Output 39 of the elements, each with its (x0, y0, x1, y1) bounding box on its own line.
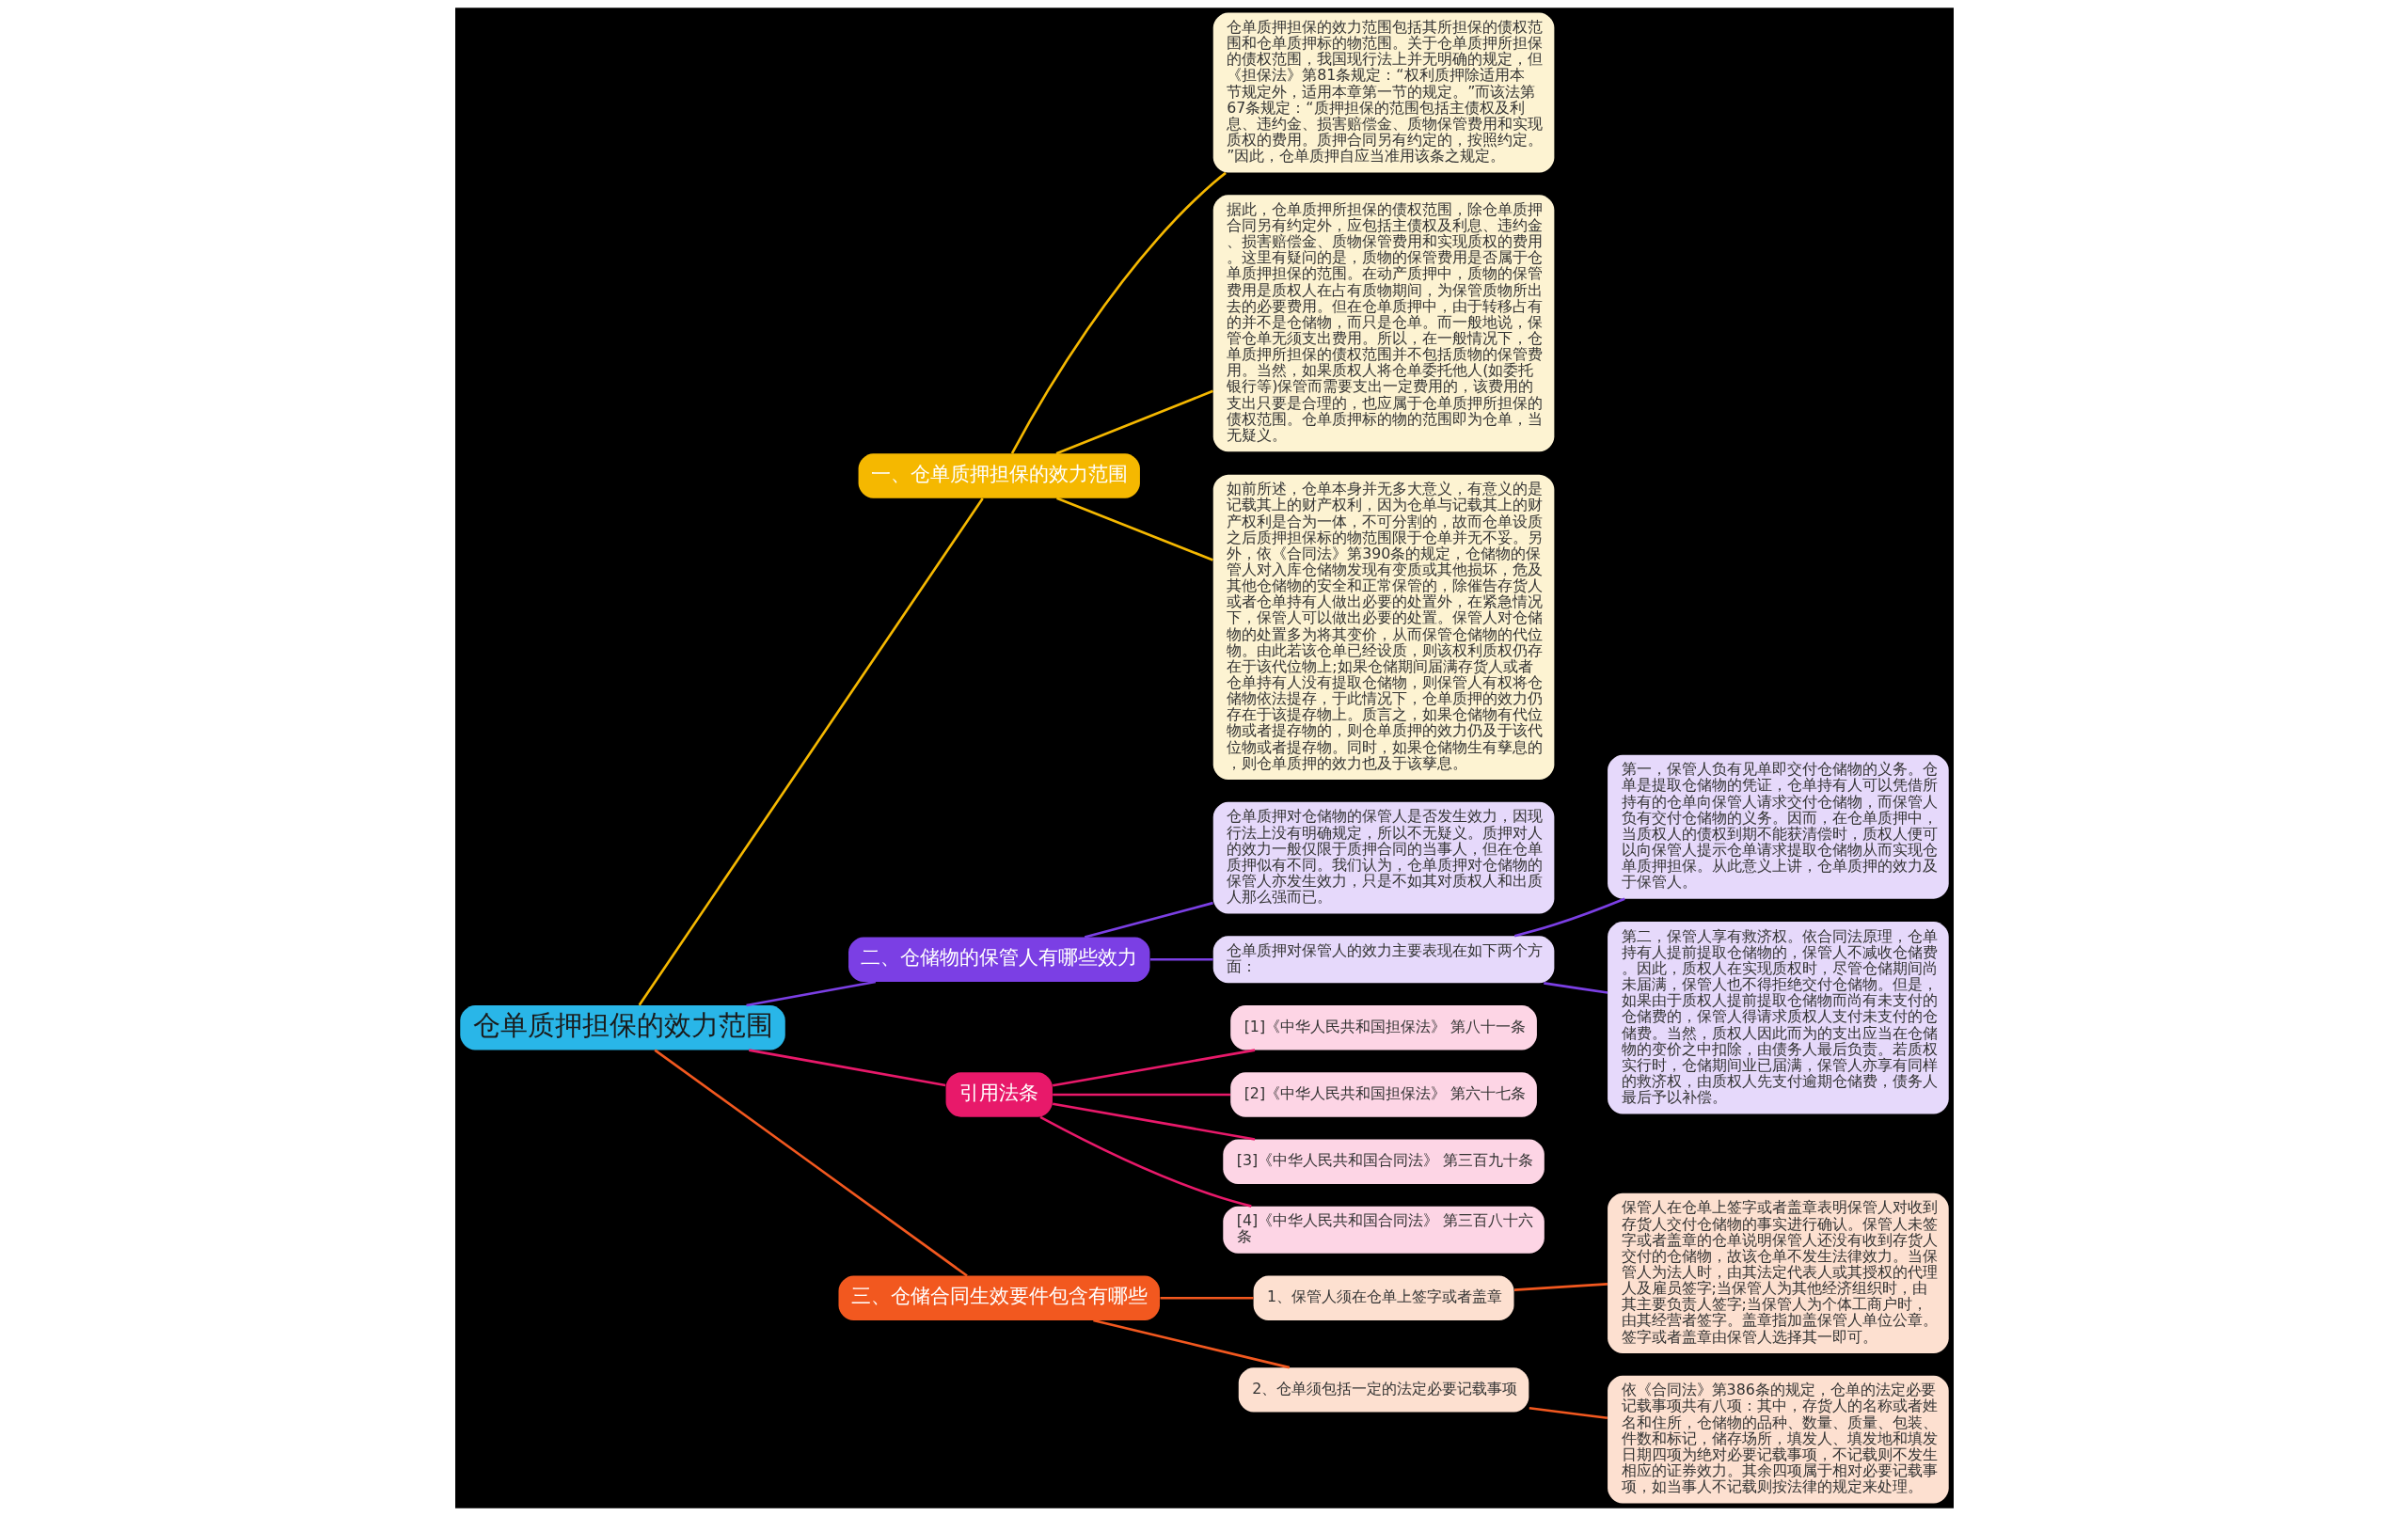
node-box: [2]《中华人民共和国担保法》 第六十七条 (1229, 1072, 1537, 1117)
node-box: [3]《中华人民共和国合同法》 第三百九十条 (1222, 1139, 1545, 1184)
connector (1052, 1049, 1255, 1087)
node-box: 1、保管人须在仓单上签字或者盖章 (1253, 1275, 1513, 1321)
node-box: 2、仓单须包括一定的法定必要记载事项 (1238, 1367, 1529, 1413)
node-box: 仓单质押担保的效力范围包括其所担保的债权范围和仓单质押标的物范围。关于仓单质押所担保的债权范围，我国现行法上并无明确的规定，但《担保法》第81条规定：“权利质押除适用本节规定外，适用本章第一节的规定。”而该法第67条规定：“质押担保的范围包括主债权及利息、违约金、损害赔偿金、质物保管费用和实现质权的费用。质押合同另有约定的，按照约定。”因此，仓单质押自应当准用该条之规定。 (1212, 12, 1554, 173)
connector (1055, 497, 1213, 561)
connector (1055, 389, 1213, 455)
node-box: [4]《中华人民共和国合同法》 第三百八十六条 (1222, 1206, 1545, 1254)
connector (1010, 171, 1227, 454)
connector (1052, 1102, 1255, 1141)
node-box: [1]《中华人民共和国担保法》 第八十一条 (1229, 1005, 1537, 1050)
connector (1543, 982, 1608, 994)
connector (1084, 901, 1213, 939)
node-box: 二、仓储物的保管人有哪些效力 (848, 937, 1149, 983)
connector (748, 1049, 945, 1087)
connector (653, 1049, 968, 1277)
node-box: 仓单质押担保的效力范围 (459, 1005, 785, 1050)
connector (1038, 1115, 1252, 1208)
node-box: 依《合同法》第386条的规定，仓单的法定必要记载事项共有八项：其中，存货人的名称或者姓名和住所，仓储物的品种、数量、质量、包装、件数和标记，储存场所，填发人、填发地和填发日期四项为绝对必要记载事项，不记载则不发生相应的证券效力。其余四项属于相对必要记载事项，如当事人不记载则按法律的规定来处理。 (1607, 1375, 1949, 1504)
node-box: 仓单质押对保管人的效力主要表现在如下两个方面： (1212, 936, 1554, 984)
node-box: 第一，保管人负有见单即交付仓储物的义务。仓单是提取仓储物的凭证，仓单持有人可以凭借所持有的仓单向保管人请求交付仓储物，而保管人负有交付仓储物的义务。因而，在仓单质押中，当质权人的债权到期不能获清偿时，质权人便可以向保管人提示仓单请求提取仓储物从而实现仓单质押担保。从此意义上讲，仓单质押的效力及于保管人。 (1607, 754, 1949, 899)
connector (1052, 1093, 1230, 1097)
node-box: 据此，仓单质押所担保的债权范围，除仓单质押合同另有约定外，应包括主债权及利息、违约金、损害赔偿金、质物保管费用和实现质权的费用。这里有疑问的是，质物的保管费用是否属于仓单质押担保的范围。在动产质押中，质物的保管费用是质权人在占有质物期间，为保管质物所出去的必要费用。但在仓单质押中，由于转移占有的并不是仓储物，而只是仓单。而一般地说，保管仓单无须支出费用。所以，在一般情况下，仓单质押所担保的债权范围并不包括质物的保管费用。当然，如果质权人将仓单委托他人(如委托银行等)保管而需要支出一定费用的，该费用的支出只要是合理的，也应属于仓单质押所担保的债权范围。仓单质押标的物的范围即为仓单，当无疑义。 (1212, 195, 1554, 452)
node-box: 如前所述，仓单本身并无多大意义，有意义的是记载其上的财产权利，因为仓单与记载其上的财产权利是合为一体，不可分割的，故而仓单设质之后质押担保标的物范围限于仓单并无不妥。另外，依《合同法》第390条的规定，仓储物的保管人对入库仓储物发现有变质或其他损坏，危及其他仓储物的安全和正常保管的，除催告存货人或者仓单持有人做出必要的处置外，在紧急情况下，保管人可以做出必要的处置。保管人对仓储物的处置多为将其变价，从而保管仓储物的代位物。由此若该仓单已经设质，则该权利质权仍存在于该代位物上;如果仓储期间届满存货人或者仓单持有人没有提取仓储物，则保管人有权将仓储物依法提存，于此情况下，仓单质押的效力仍存在于该提存物上。质言之，如果仓储物有代位物或者提存物的，则仓单质押的效力仍及于该代位物或者提存物。同时，如果仓储物生有孳息的，则仓单质押的效力也及于该孳息。 (1212, 474, 1554, 781)
node-box: 保管人在仓单上签字或者盖章表明保管人对收到存货人交付仓储物的事实进行确认。保管人未签字或者盖章的仓单说明保管人还没有收到存货人交付的仓储物，故该仓单不发生法律效力。当保管人为法人时，由其法定代表人或其授权的代理人及雇员签字;当保管人为其他经济组织时，由其主要负责人签字;当保管人为个体工商户时，由其经营者签字。盖章指加盖保管人单位公章。签字或者盖章由保管人选择其一即可。 (1607, 1192, 1949, 1353)
node-box: 三、仓储合同生效要件包含有哪些 (838, 1275, 1160, 1321)
connector (745, 980, 876, 1007)
node-box: 引用法条 (945, 1072, 1053, 1117)
node-box: 一、仓单质押担保的效力范围 (858, 453, 1140, 498)
connector (1092, 1319, 1290, 1369)
connector (1513, 1283, 1608, 1291)
connector (638, 497, 984, 1006)
node-box: 第二，保管人享有救济权。依合同法原理，仓单持有人提前提取仓储物的，保管人不减收仓储费。因此，质权人在实现质权时，尽管仓储期间尚未届满，保管人也不得拒绝交付仓储物。但是，如果由于质权人提前提取仓储物而尚有未支付的仓储费的，保管人得请求质权人支付未支付的仓储费。当然，质权人因此而为的支出应当在仓储物的变价之中扣除，由债务人最后负责。若质权实行时，仓储期间业已届满，保管人亦享有同样的救济权，由质权人先支付逾期仓储费，债务人最后予以补偿。 (1607, 922, 1949, 1114)
connector (1529, 1407, 1608, 1420)
node-box: 仓单质押对仓储物的保管人是否发生效力，因现行法上没有明确规定，所以不无疑义。质押对人的效力一般仅限于质押合同的当事人，但在仓单质押似有不同。我们认为，仓单质押对仓储物的保管人亦发生效力，只是不如其对质权人和出质人那么强而已。 (1212, 801, 1554, 914)
connector (1149, 957, 1213, 961)
connector (1159, 1297, 1254, 1300)
connector (1513, 897, 1625, 938)
